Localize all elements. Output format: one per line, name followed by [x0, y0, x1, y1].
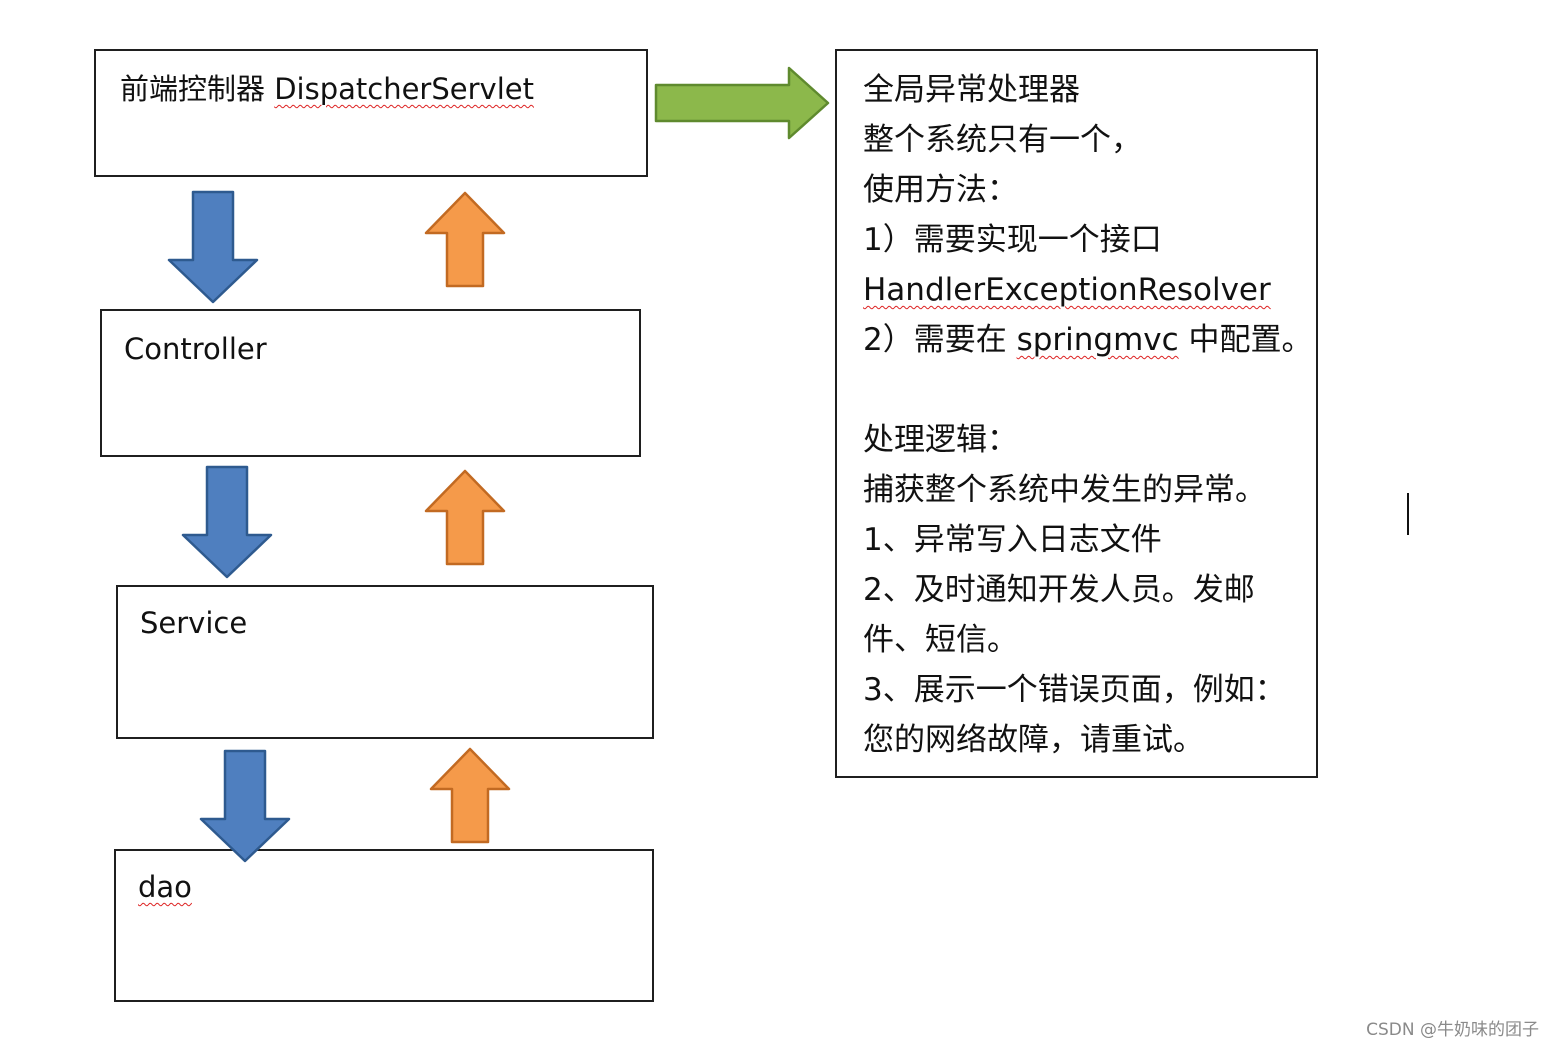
dispatcher-servlet-label: 前端控制器 DispatcherServlet	[120, 72, 534, 106]
springmvc-term: springmvc	[1016, 322, 1179, 358]
right-arrow-icon	[654, 66, 830, 140]
text-line: 您的网络故障，请重试。	[863, 722, 1204, 758]
global-exception-handler-box: 全局异常处理器 整个系统只有一个， 使用方法： 1）需要实现一个接口 Handl…	[835, 49, 1318, 778]
text-line: 2）需要在 springmvc 中配置。	[863, 322, 1313, 358]
up-arrow-icon	[424, 469, 506, 566]
down-arrow-icon	[199, 749, 291, 863]
text-line: 2、及时通知开发人员。发邮	[863, 572, 1255, 608]
watermark: CSDN @牛奶味的团子	[1366, 1020, 1539, 1040]
controller-box: Controller	[100, 309, 641, 457]
text-line: 捕获整个系统中发生的异常。	[863, 472, 1266, 508]
controller-label: Controller	[124, 332, 267, 366]
text-line: 整个系统只有一个，	[863, 122, 1142, 158]
text-line: 件、短信。	[863, 622, 1018, 658]
down-arrow-icon	[181, 465, 273, 579]
down-arrow-icon	[167, 190, 259, 304]
dao-box: dao	[114, 849, 654, 1002]
up-arrow-icon	[429, 747, 511, 844]
text-line: 1）需要实现一个接口	[863, 222, 1162, 258]
text-line: 处理逻辑：	[863, 422, 1018, 458]
interface-name: HandlerExceptionResolver	[863, 272, 1271, 308]
blank-line	[863, 365, 1313, 415]
dao-label: dao	[138, 870, 192, 904]
text-line: 3、展示一个错误页面，例如：	[863, 672, 1286, 708]
dispatcher-servlet-box: 前端控制器 DispatcherServlet	[94, 49, 648, 177]
text-cursor	[1407, 493, 1409, 535]
handler-description: 全局异常处理器 整个系统只有一个， 使用方法： 1）需要实现一个接口 Handl…	[863, 65, 1313, 765]
service-label: Service	[140, 606, 248, 640]
text-line: 全局异常处理器	[863, 72, 1080, 108]
dispatcher-servlet-name: DispatcherServlet	[274, 72, 534, 106]
service-box: Service	[116, 585, 654, 739]
up-arrow-icon	[424, 191, 506, 288]
text-line: 使用方法：	[863, 172, 1018, 208]
text-line: 1、异常写入日志文件	[863, 522, 1162, 558]
